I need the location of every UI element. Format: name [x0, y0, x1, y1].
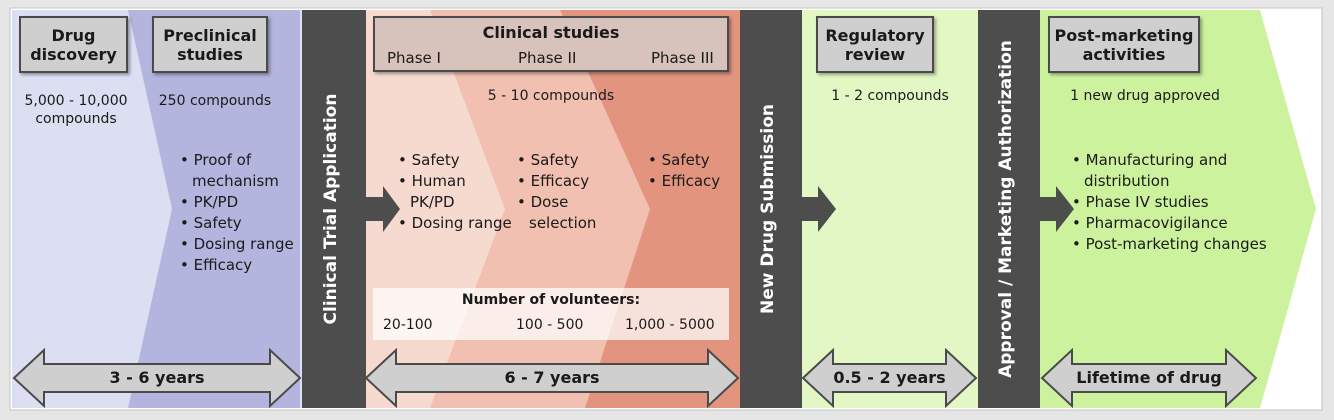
volunteers-title: Number of volunteers: — [461, 292, 641, 308]
post-marketing-title: Post-marketing activities — [1048, 16, 1200, 73]
phase-3-volunteers: 1,000 - 5000 — [625, 317, 715, 333]
drug-discovery-title: Drug discovery — [19, 16, 128, 73]
clinical-studies-title: Clinical studies — [482, 23, 620, 42]
list-item: Safety — [517, 150, 627, 171]
approval-bar — [978, 10, 1040, 408]
cta-bar — [302, 10, 366, 408]
preclinical-compounds: 250 compounds — [158, 93, 272, 109]
approval-marketing-authorization-label: Approval / Marketing Authorization — [996, 40, 1016, 378]
duration-arrow-regulatory — [801, 347, 978, 409]
list-item: Phase IV studies — [1072, 192, 1284, 213]
list-item: Dose selection — [517, 192, 607, 234]
clinical-trial-application-label: Clinical Trial Application — [321, 93, 341, 325]
phase-2-volunteers: 100 - 500 — [516, 317, 584, 333]
list-item: Safety — [398, 150, 518, 171]
arrow-to-post-marketing — [1040, 186, 1074, 232]
phase-2-label: Phase II — [518, 49, 577, 67]
duration-arrow-early — [12, 347, 302, 409]
early-duration-label: 3 - 6 years — [109, 368, 205, 387]
phase-2-bullet-list: Safety Efficacy Dose selection — [517, 150, 627, 234]
clinical-compounds: 5 - 10 compounds — [487, 88, 615, 104]
drug-discovery-compounds: 5,000 - 10,000 compounds — [24, 93, 128, 127]
arrow-to-clinical — [366, 186, 400, 232]
regulatory-review-title: Regulatory review — [816, 16, 934, 73]
clinical-duration-label: 6 - 7 years — [504, 368, 600, 387]
lifetime-duration-label: Lifetime of drug — [1076, 368, 1222, 387]
new-drug-submission-label: New Drug Submission — [758, 104, 778, 314]
nds-bar — [740, 10, 802, 408]
list-item: Efficacy — [180, 255, 302, 276]
list-item: Efficacy — [648, 171, 738, 192]
list-item: Pharmacovigilance — [1072, 213, 1284, 234]
post-marketing-bullet-list: Manufacturing and distribution Phase IV … — [1072, 150, 1284, 255]
phase-1-bullet-list: Safety Human PK/PD Dosing range — [398, 150, 518, 234]
list-item: PK/PD — [180, 192, 302, 213]
preclinical-title: Preclinical studies — [152, 16, 268, 73]
duration-arrow-post-marketing — [1040, 347, 1258, 409]
clinical-studies-header: Clinical studies Phase I Phase II Phase … — [373, 16, 729, 72]
duration-arrow-clinical — [364, 347, 740, 409]
list-item: Safety — [648, 150, 738, 171]
preclinical-bullet-list: Proof of mechanism PK/PD Safety Dosing r… — [180, 150, 302, 276]
list-item: Manufacturing and distribution — [1072, 150, 1284, 192]
list-item: Efficacy — [517, 171, 627, 192]
volunteers-box: Number of volunteers: 20-100 100 - 500 1… — [373, 288, 729, 340]
regulatory-compounds: 1 - 2 compounds — [831, 88, 949, 104]
phase-3-label: Phase III — [651, 49, 714, 67]
list-item: Proof of mechanism — [180, 150, 302, 192]
list-item: Dosing range — [398, 213, 518, 234]
list-item: Human PK/PD — [398, 171, 468, 213]
arrow-to-regulatory — [802, 186, 836, 232]
regulatory-duration-label: 0.5 - 2 years — [833, 368, 946, 387]
phase-1-volunteers: 20-100 — [383, 317, 433, 333]
phase-1-label: Phase I — [387, 49, 441, 67]
phase-3-bullet-list: Safety Efficacy — [648, 150, 738, 192]
list-item: Safety — [180, 213, 302, 234]
list-item: Dosing range — [180, 234, 302, 255]
new-drug-approved: 1 new drug approved — [1070, 88, 1220, 104]
list-item: Post-marketing changes — [1072, 234, 1284, 255]
